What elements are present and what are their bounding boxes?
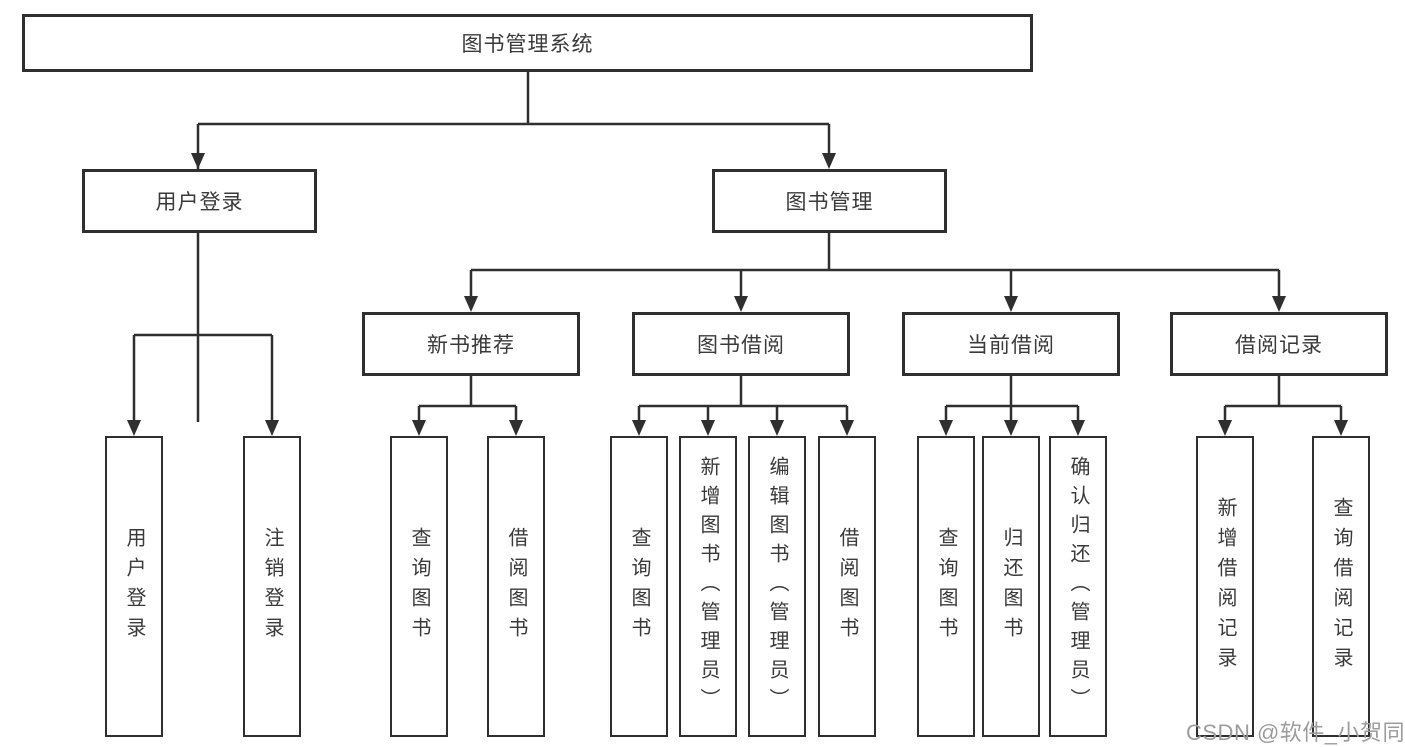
leaf-query-borrow-record: 查询借阅记录 — [1312, 436, 1370, 737]
leaf-borrow-books: 借阅图书 — [818, 436, 876, 737]
node-current-borrowing: 当前借阅 — [902, 312, 1120, 376]
node-book-borrowing: 图书借阅 — [632, 312, 850, 376]
leaf-query-books-recommendation: 查询图书 — [390, 436, 448, 737]
leaf-add-borrow-record: 新增借阅记录 — [1196, 436, 1254, 737]
leaf-logout: 注销登录 — [243, 436, 301, 737]
node-user-login: 用户登录 — [82, 169, 317, 233]
node-root-library-management-system: 图书管理系统 — [22, 14, 1033, 72]
leaf-query-books-current: 查询图书 — [917, 436, 975, 737]
leaf-query-books-borrowing: 查询图书 — [610, 436, 668, 737]
leaf-user-login: 用户登录 — [105, 436, 163, 737]
node-new-book-recommendation: 新书推荐 — [362, 312, 580, 376]
csdn-watermark: CSDN @软件_小贺同学 — [1186, 720, 1405, 745]
node-borrowing-records: 借阅记录 — [1170, 312, 1388, 376]
leaf-return-books: 归还图书 — [982, 436, 1040, 737]
leaf-edit-books-admin: 编辑图书（管理员） — [748, 436, 806, 737]
tree-edges — [132, 72, 1343, 423]
leaf-confirm-return-admin: 确认归还（管理员） — [1049, 436, 1107, 737]
node-book-management: 图书管理 — [712, 169, 947, 233]
leaf-add-books-admin: 新增图书（管理员） — [679, 436, 737, 737]
leaf-borrow-books-recommendation: 借阅图书 — [487, 436, 545, 737]
